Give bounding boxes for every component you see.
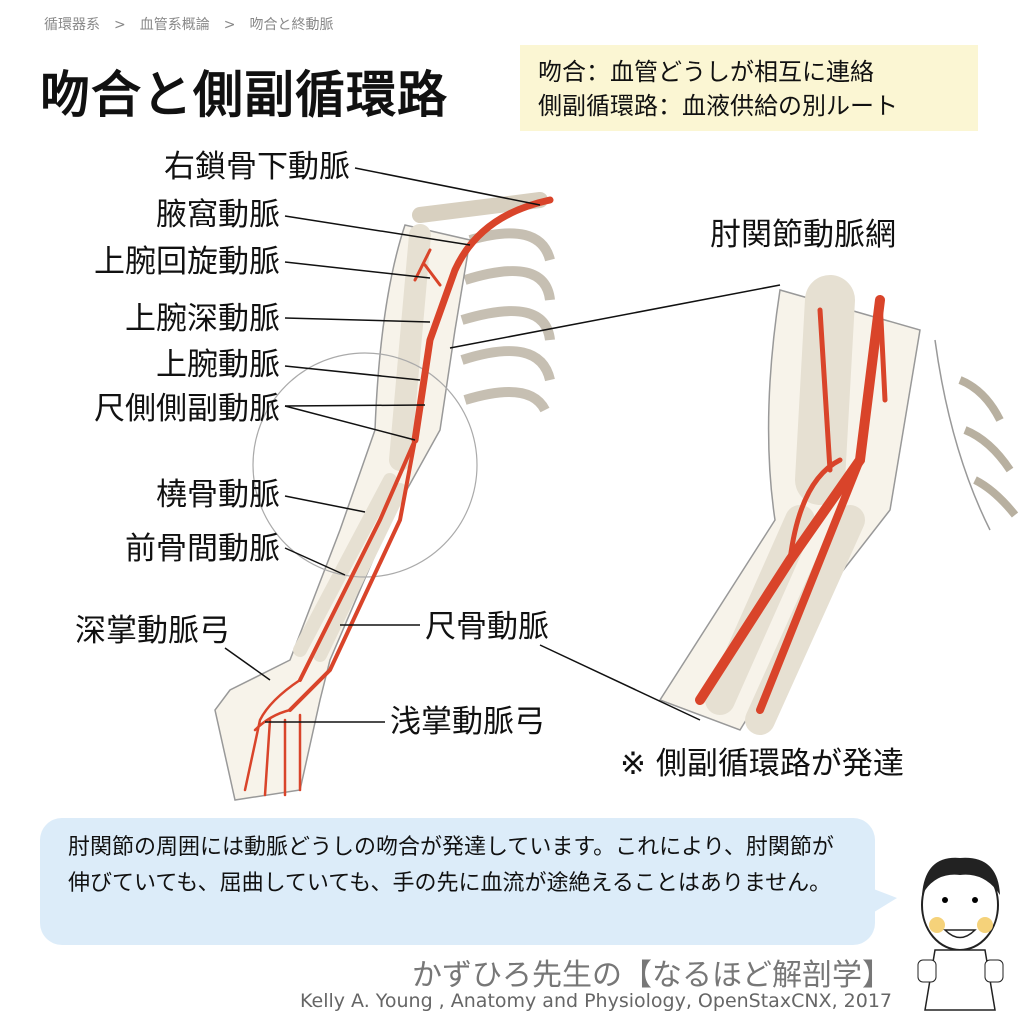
zoom-circle xyxy=(252,352,478,578)
arteries xyxy=(243,196,554,797)
page-title: 吻合と側副循環路 xyxy=(40,66,448,124)
ribcage xyxy=(460,228,555,413)
speech-bubble: 肘関節の周囲には動脈どうしの吻合が発達しています。これにより、肘関節が伸びていて… xyxy=(40,818,897,945)
source-credit: Kelly A. Young , Anatomy and Physiology,… xyxy=(300,990,892,1012)
definition-box: 吻合：血管どうしが相互に連絡 側副循環路：血液供給の別ルート xyxy=(520,45,978,131)
breadcrumb-current: 吻合と終動脈 xyxy=(249,17,334,33)
breadcrumb-separator: > xyxy=(114,17,126,33)
label-radial-artery: 橈骨動脈 xyxy=(156,477,280,513)
leader-lines xyxy=(224,167,781,723)
forearm-bones xyxy=(293,473,407,662)
label-ulnar-collateral-artery: 尺側側副動脈 xyxy=(94,391,280,427)
breadcrumb-item[interactable]: 血管系概論 xyxy=(139,17,210,33)
elbow-closeup xyxy=(658,275,1019,735)
label-subclavian-artery: 右鎖骨下動脈 xyxy=(164,149,350,185)
label-brachial-artery: 上腕動脈 xyxy=(156,347,280,383)
label-deep-palmar-arch: 深掌動脈弓 xyxy=(75,613,230,649)
label-deep-brachial-artery: 上腕深動脈 xyxy=(125,301,280,337)
brand-text: かずひろ先生の【なるほど解剖学】 xyxy=(412,958,892,993)
definition-collateral: 側副循環路：血液供給の別ルート xyxy=(538,92,898,120)
humerus xyxy=(389,224,431,471)
label-axillary-artery: 腋窩動脈 xyxy=(156,197,280,233)
label-ulnar-artery: 尺骨動脈 xyxy=(425,609,549,645)
label-anterior-interosseous-artery: 前骨間動脈 xyxy=(125,531,280,567)
label-circumflex-humeral-artery: 上腕回旋動脈 xyxy=(94,244,280,280)
label-collateral-note: ※ 側副循環路が発達 xyxy=(620,746,904,782)
label-superficial-palmar-arch: 浅掌動脈弓 xyxy=(390,704,545,740)
label-elbow-network: 肘関節動脈網 xyxy=(710,217,896,253)
breadcrumb-item[interactable]: 循環器系 xyxy=(44,17,100,33)
bubble-text: 肘関節の周囲には動脈どうしの吻合が発達しています。これにより、肘関節が伸びていて… xyxy=(68,835,834,896)
clavicle xyxy=(412,192,548,223)
breadcrumb: 循環器系 > 血管系概論 > 吻合と終動脈 xyxy=(44,14,347,34)
breadcrumb-separator: > xyxy=(223,17,236,33)
definition-anastomosis: 吻合：血管どうしが相互に連絡 xyxy=(538,58,874,86)
